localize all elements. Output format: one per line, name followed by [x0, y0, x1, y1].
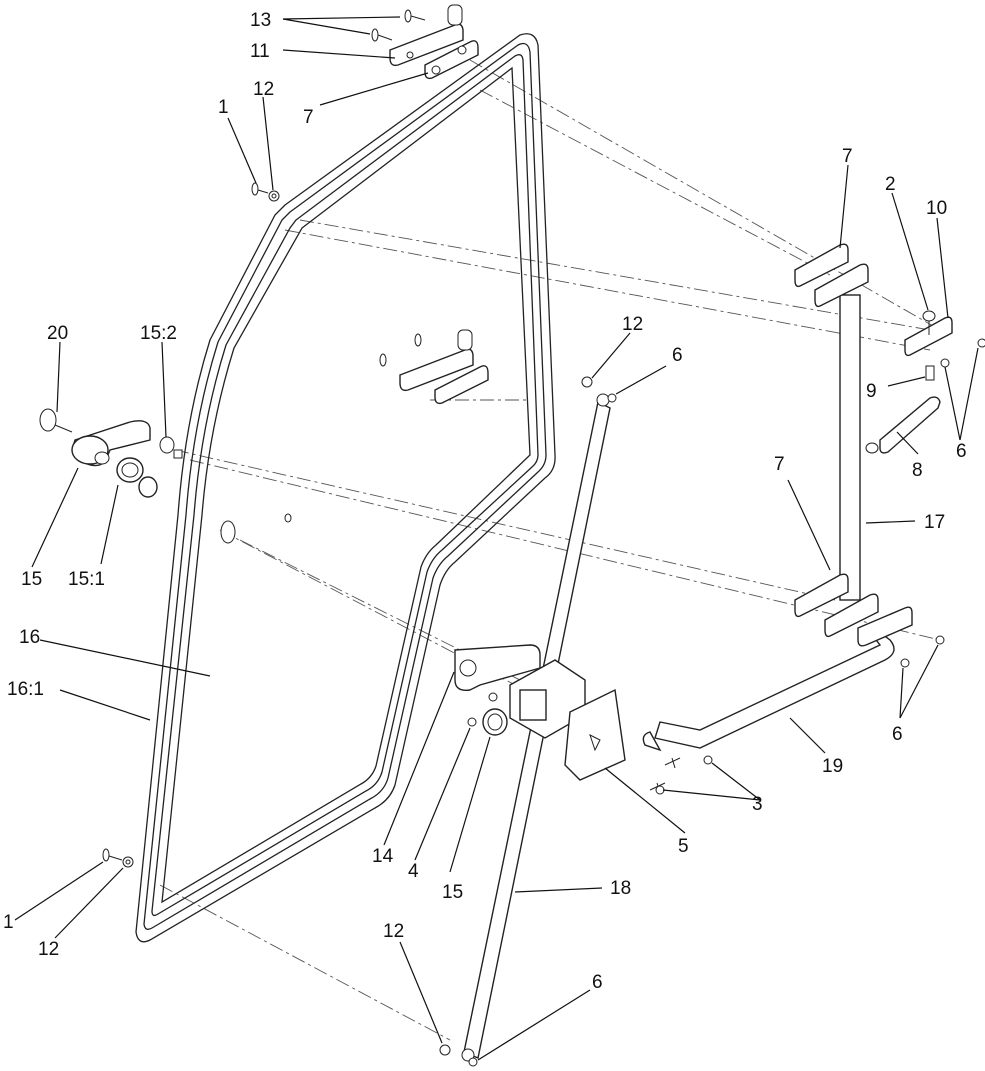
top-hinge-plates: [389, 4, 479, 80]
callout-15-2: 15:2: [140, 323, 177, 344]
callout-6-lower-right: 6: [892, 724, 903, 745]
callout-15-1: 15:1: [68, 569, 105, 590]
callout-9: 9: [866, 381, 877, 402]
callout-6-mid: 6: [672, 345, 683, 366]
callout-12-bottom: 12: [383, 921, 404, 942]
callout-3: 3: [752, 794, 763, 815]
screws-13: [371, 9, 426, 42]
bracket-10: [904, 310, 985, 368]
callout-12-bottom-left: 12: [38, 939, 59, 960]
screw-washer-bottom-left: [102, 848, 134, 868]
glass-hole-small: [284, 513, 292, 523]
callout-12-top: 12: [253, 79, 274, 100]
leader-lines: [14, 16, 979, 1061]
bolts-3: [649, 755, 713, 795]
callout-17: 17: [924, 512, 945, 533]
callout-5: 5: [678, 836, 689, 857]
gas-spring-8: [865, 365, 941, 454]
callouts: 13 11 7 1 12 7 2 10 20 15:2 12 6 9 6 8 1…: [3, 10, 967, 993]
callout-6-right: 6: [956, 441, 967, 462]
callout-4: 4: [408, 861, 419, 882]
callout-6-bottom: 6: [592, 972, 603, 993]
door-handle: [39, 408, 183, 498]
support-strut-17: [794, 243, 879, 638]
callout-15-left: 15: [21, 569, 42, 590]
bushing-15: [467, 692, 508, 736]
callout-14: 14: [372, 846, 394, 867]
callout-19: 19: [822, 756, 843, 777]
rod-19: [642, 606, 913, 752]
callout-7-mid: 7: [774, 454, 785, 475]
callout-11: 11: [250, 41, 270, 62]
screw-washer-top-left: [251, 182, 280, 202]
phantom-lines: [159, 59, 941, 1041]
callout-2: 2: [885, 174, 896, 195]
callout-7-top: 7: [303, 107, 314, 128]
callout-10: 10: [926, 198, 947, 219]
callout-13: 13: [250, 10, 271, 31]
callout-8: 8: [912, 460, 923, 481]
callout-20: 20: [47, 323, 68, 344]
bracket-14: [454, 644, 541, 691]
callout-1-bottom: 1: [3, 912, 14, 933]
door-glass: [135, 33, 556, 943]
callout-1-top: 1: [218, 97, 229, 118]
callout-18: 18: [610, 878, 631, 899]
callout-16: 16: [19, 627, 40, 648]
callout-15-bottom: 15: [442, 882, 463, 903]
callout-7-right: 7: [842, 146, 853, 167]
callout-16-1: 16:1: [7, 679, 44, 700]
bracket-5: [509, 659, 626, 781]
callout-12-mid: 12: [622, 314, 643, 335]
glass-hole: [220, 520, 236, 544]
nuts-6: [468, 393, 945, 1067]
mid-hinge: [379, 329, 489, 405]
